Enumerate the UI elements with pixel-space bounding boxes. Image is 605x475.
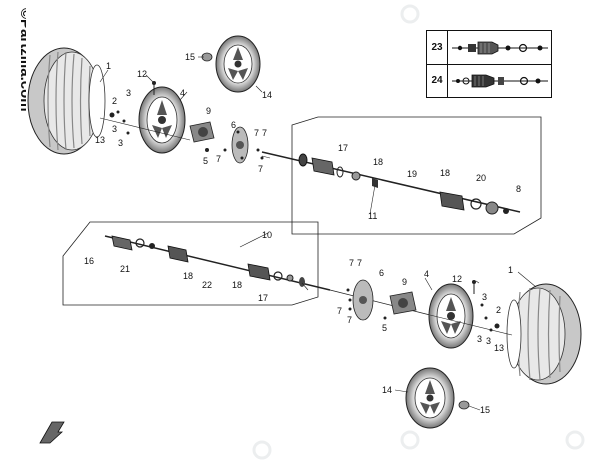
part-label: 6 (379, 268, 384, 278)
legend-row-23: 23 (427, 31, 551, 65)
left-wheel-rim (138, 86, 186, 154)
part-label: 12 (137, 69, 147, 79)
part-label: 3 (118, 138, 123, 148)
legend-number: 23 (427, 31, 448, 64)
part-label: 2 (496, 305, 501, 315)
part-label: 1 (508, 265, 513, 275)
part-label: 18 (232, 280, 242, 290)
part-label: 3 (112, 124, 117, 134)
part-label: 4 (424, 269, 429, 279)
part-label: 3 (482, 292, 487, 302)
part-label: 21 (120, 264, 130, 274)
part-label: 16 (84, 256, 94, 266)
part-label: 13 (95, 135, 105, 145)
part-label: 8 (516, 184, 521, 194)
part-label: 7 (337, 306, 342, 316)
part-label: 2 (112, 96, 117, 106)
part-label: 3 (126, 88, 131, 98)
part-label: 14 (262, 90, 272, 100)
part-label: 9 (402, 277, 407, 287)
part-label: 7 (216, 154, 221, 164)
rear-drive-shaft (104, 235, 331, 291)
part-label: 7 (347, 315, 352, 325)
part-label: 10 (262, 230, 272, 240)
legend-box: 23 24 (426, 30, 552, 98)
part-label: 9 (206, 106, 211, 116)
cv-joint-kit-illustration (448, 64, 551, 97)
part-label: 1 (106, 61, 111, 71)
part-label: 5 (203, 156, 208, 166)
part-label: 18 (183, 271, 193, 281)
part-label: 17 (338, 143, 348, 153)
left-small-fasteners (99, 81, 264, 160)
part-label: 17 (258, 293, 268, 303)
right-small-fasteners (429, 280, 513, 336)
part-number-labels: 1 2 3 3 3 13 12 4 15 14 9 5 6 7 7 7 7 17… (84, 52, 521, 415)
part-label: 13 (494, 343, 504, 353)
part-label: 20 (476, 173, 486, 183)
part-label: 12 (452, 274, 462, 284)
part-label: 7 (349, 258, 354, 268)
part-label: 11 (368, 211, 377, 221)
part-label: 3 (486, 336, 491, 346)
part-label: 19 (407, 169, 417, 179)
part-label: 7 (254, 128, 259, 138)
callout-leaders (99, 56, 537, 411)
part-label: 3 (477, 334, 482, 344)
part-label: 15 (185, 52, 195, 62)
legend-number: 24 (427, 64, 448, 97)
front-drive-shaft (261, 151, 521, 215)
part-label: 18 (440, 168, 450, 178)
part-label: 5 (382, 323, 387, 333)
legend-row-24: 24 (427, 64, 551, 97)
part-label: 7 (262, 128, 267, 138)
right-hub-assembly (329, 279, 431, 321)
part-label: 14 (382, 385, 392, 395)
hub-cap-lower (458, 400, 470, 410)
right-wheel-rim (428, 283, 474, 349)
upper-spare-rim (215, 35, 261, 93)
rear-shaft-outline (62, 221, 319, 306)
right-tire (506, 283, 582, 385)
left-hub-assembly (189, 121, 249, 164)
part-label: 6 (231, 120, 236, 130)
part-label: 15 (480, 405, 490, 415)
ghost-watermark-logos (252, 4, 585, 460)
part-label: 7 (258, 164, 263, 174)
part-label: 7 (357, 258, 362, 268)
lower-spare-rim (405, 367, 455, 429)
part-label: 22 (202, 280, 212, 290)
part-label: 4 (180, 88, 185, 98)
left-tire (27, 47, 106, 155)
front-shaft-outline (291, 116, 542, 235)
cv-joint-kit-illustration (448, 31, 551, 64)
part-label: 18 (373, 157, 383, 167)
front-direction-arrow-icon (39, 421, 65, 444)
